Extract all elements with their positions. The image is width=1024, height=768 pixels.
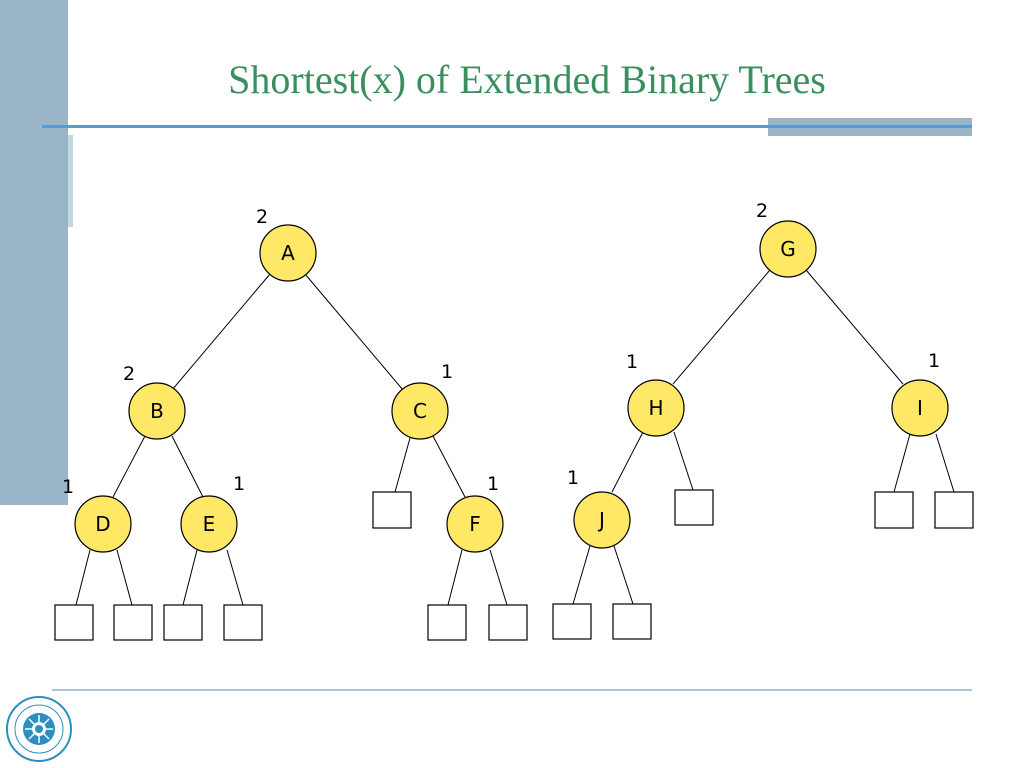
- left-decor-band: [0, 0, 68, 505]
- node-a-shortest: 2: [256, 206, 268, 228]
- node-i-shortest: 1: [928, 350, 940, 372]
- edge-f-leaf1: [447, 549, 463, 606]
- edge-c-leaf: [394, 437, 411, 493]
- external-node: [488, 604, 528, 641]
- external-node: [54, 604, 94, 641]
- node-e-shortest: 1: [233, 473, 245, 495]
- footer-rule: [52, 689, 972, 691]
- tree-1-edges: [75, 273, 508, 606]
- edge-c-f: [432, 435, 466, 498]
- node-g-shortest: 2: [756, 200, 768, 222]
- external-node: [427, 604, 467, 641]
- node-j-label: J: [597, 508, 605, 532]
- external-node: [552, 603, 592, 640]
- edge-d-leaf2: [116, 549, 133, 606]
- edge-e-leaf2: [226, 549, 244, 606]
- edge-j-leaf1: [572, 545, 591, 605]
- title-underline: [42, 125, 972, 128]
- node-h: H 1: [626, 351, 685, 437]
- node-f-shortest: 1: [487, 473, 499, 495]
- node-b-shortest: 2: [123, 363, 135, 385]
- external-node: [372, 491, 412, 529]
- edge-b-d: [112, 435, 146, 498]
- external-node: [113, 604, 153, 641]
- node-f: F 1: [446, 473, 504, 553]
- edge-g-h: [672, 269, 771, 385]
- node-d: D 1: [62, 476, 132, 553]
- external-node: [223, 604, 263, 641]
- node-g-label: G: [780, 237, 796, 261]
- external-node: [874, 491, 914, 529]
- node-j-shortest: 1: [567, 467, 579, 489]
- node-e-label: E: [203, 512, 216, 536]
- node-h-label: H: [648, 396, 663, 420]
- node-d-label: D: [95, 512, 110, 536]
- edge-a-c: [304, 273, 404, 391]
- edge-g-i: [805, 269, 904, 385]
- node-i: I 1: [891, 350, 949, 437]
- external-nodes: [54, 489, 974, 641]
- university-seal-icon: [6, 696, 72, 762]
- slide-title: Shortest(x) of Extended Binary Trees: [228, 57, 826, 102]
- node-g: G 2: [756, 200, 817, 278]
- external-node: [674, 489, 714, 526]
- node-a: A 2: [256, 206, 317, 282]
- node-h-shortest: 1: [626, 351, 638, 373]
- node-b-label: B: [150, 399, 164, 423]
- node-c-shortest: 1: [441, 361, 453, 383]
- edge-e-leaf1: [182, 549, 198, 606]
- edge-h-j: [611, 431, 644, 493]
- node-c: C 1: [391, 361, 453, 440]
- node-d-shortest: 1: [62, 476, 74, 498]
- node-e: E 1: [180, 473, 245, 553]
- edge-b-e: [171, 435, 204, 498]
- node-f-label: F: [469, 512, 481, 536]
- tree-2-edges: [572, 269, 955, 605]
- edge-f-leaf2: [489, 549, 508, 606]
- edge-i-leaf1: [893, 433, 911, 493]
- external-node: [612, 603, 652, 640]
- title-underline-accent: [768, 125, 972, 128]
- node-i-label: I: [917, 396, 923, 420]
- node-a-label: A: [281, 241, 295, 265]
- edge-h-leaf: [673, 431, 694, 491]
- node-c-label: C: [413, 399, 427, 423]
- edge-j-leaf2: [613, 545, 634, 605]
- external-node: [934, 491, 974, 529]
- external-node: [163, 604, 203, 641]
- node-b: B 2: [123, 363, 186, 440]
- left-decor-accent: [68, 135, 73, 227]
- node-j: J 1: [567, 467, 631, 549]
- edge-a-b: [171, 273, 271, 391]
- edge-i-leaf2: [935, 433, 955, 493]
- edge-d-leaf1: [75, 549, 91, 606]
